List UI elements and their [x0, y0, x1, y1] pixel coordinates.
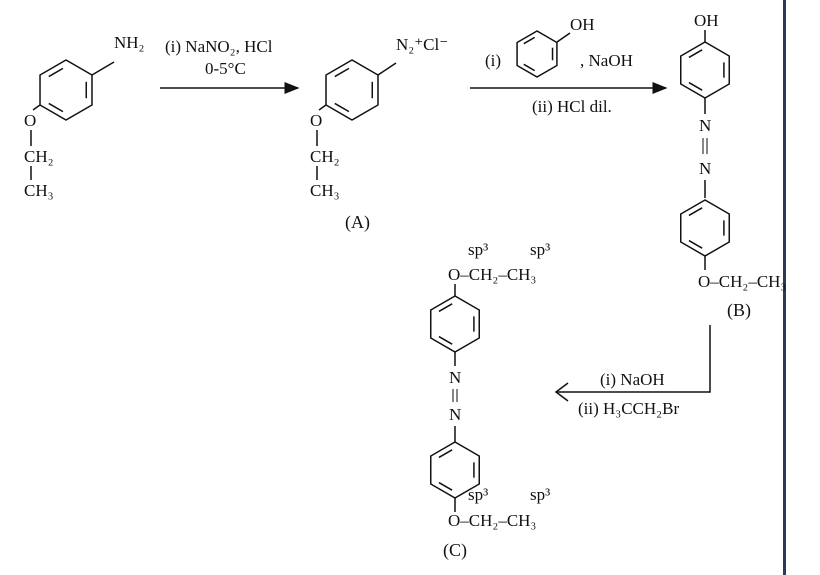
sp3-label: sp³: [468, 485, 488, 504]
product-b-label: (B): [727, 300, 751, 321]
ch2-group: CH₂: [310, 147, 340, 166]
sp3-label: sp³: [468, 240, 488, 259]
arrow-head: [554, 382, 569, 402]
ring-outline: [680, 41, 730, 99]
product-b-molecule: OH N N O–CH₂–CH₃ (B): [680, 11, 786, 321]
phenol-oh: OH: [570, 15, 595, 34]
page-border-line: [783, 0, 786, 575]
ring-double-bond: [48, 67, 64, 78]
azo-nitrogen: N: [699, 159, 711, 178]
ch2-group: CH₂: [24, 147, 54, 166]
product-a-molecule: N₂⁺Cl⁻ O CH₂ CH₃ (A): [310, 35, 448, 233]
ring-double-bond: [438, 303, 453, 313]
step1-reagent: (i) NaNO₂, HCl: [165, 37, 273, 56]
ring-double-bond: [523, 36, 536, 45]
step3-reagent-1: (i) NaOH: [600, 370, 665, 389]
ethoxy-group: O–CH₂–CH₃: [698, 272, 786, 291]
benzene-ring: [325, 59, 379, 121]
ring-double-bond: [688, 207, 703, 217]
oxygen-atom: O: [310, 111, 322, 130]
phenol-ring: [516, 30, 558, 78]
ring-outline: [325, 59, 379, 121]
reaction-arrow-3: [556, 325, 711, 393]
ch3-group: CH₃: [310, 181, 340, 200]
ring-double-bond: [48, 102, 64, 113]
ring-double-bond: [334, 67, 350, 78]
benzene-ring: [680, 199, 730, 257]
step3-reagent-2: (ii) H₃CCH₂Br: [578, 399, 679, 418]
diazonium-group: N₂⁺Cl⁻: [396, 35, 448, 54]
ring-outline: [430, 295, 480, 353]
oxygen-atom: O: [24, 111, 36, 130]
step2-prefix: (i): [485, 51, 501, 70]
ring-outline: [516, 30, 558, 78]
ring-double-bond: [438, 481, 453, 491]
bond: [91, 61, 115, 76]
azo-nitrogen: N: [449, 368, 461, 387]
step2-acid: (ii) HCl dil.: [532, 97, 612, 116]
ring-double-bond: [438, 449, 453, 459]
bond: [32, 104, 41, 111]
sp3-label: sp³: [530, 240, 550, 259]
product-a-label: (A): [345, 212, 370, 233]
benzene-ring: [39, 59, 93, 121]
ring-double-bond: [688, 49, 703, 59]
hydroxyl-group: OH: [694, 11, 719, 30]
ring-outline: [39, 59, 93, 121]
product-c-molecule: sp³ sp³ O–CH₂–CH₃ N N sp³ sp³ O–CH₂–CH₃ …: [430, 240, 550, 561]
bond: [318, 104, 327, 111]
step1-condition: 0-5°C: [205, 59, 246, 78]
product-c-label: (C): [443, 540, 467, 561]
ch3-group: CH₃: [24, 181, 54, 200]
amine-group: NH₂: [114, 33, 144, 52]
bond: [377, 62, 397, 76]
ring-outline: [680, 199, 730, 257]
reactant-molecule: NH₂ O CH₂ CH₃: [24, 33, 144, 200]
ring-double-bond: [688, 239, 703, 249]
benzene-ring: [430, 295, 480, 353]
ethoxy-group-top: O–CH₂–CH₃: [448, 265, 536, 284]
azo-nitrogen: N: [699, 116, 711, 135]
ring-double-bond: [523, 63, 536, 72]
step2-base: , NaOH: [580, 51, 633, 70]
ring-double-bond: [688, 81, 703, 91]
bond: [556, 32, 571, 43]
ring-double-bond: [334, 102, 350, 113]
benzene-ring: [680, 41, 730, 99]
ring-double-bond: [438, 335, 453, 345]
ethoxy-group-bottom: O–CH₂–CH₃: [448, 511, 536, 530]
azo-nitrogen: N: [449, 405, 461, 424]
sp3-label: sp³: [530, 485, 550, 504]
